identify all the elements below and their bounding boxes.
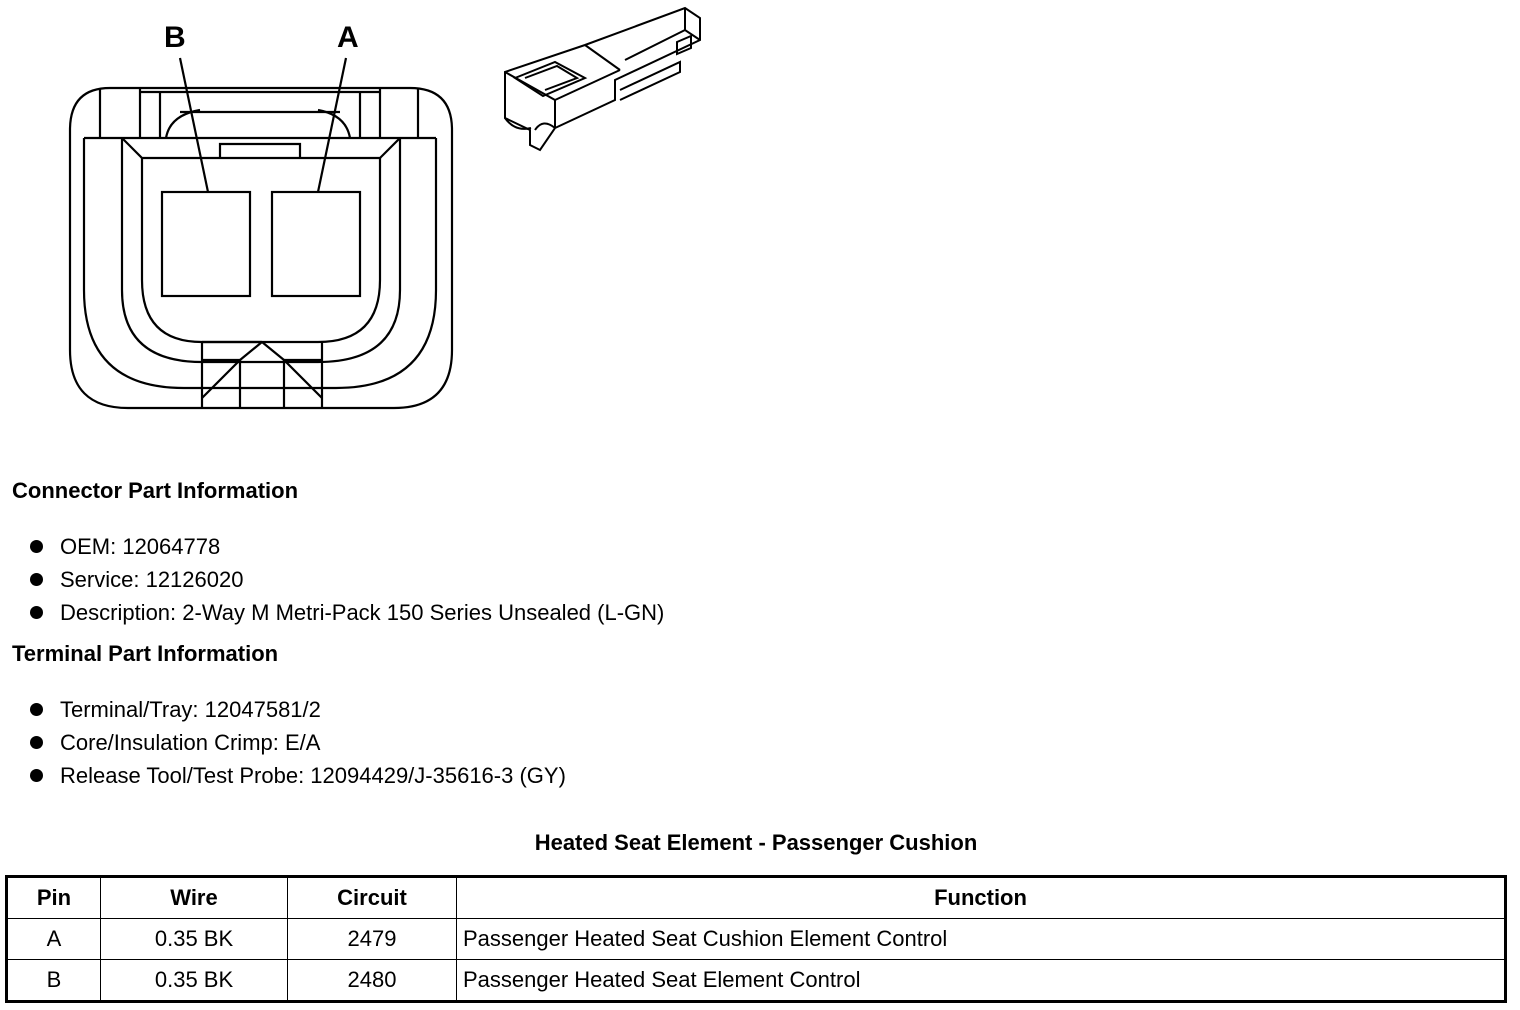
cell-wire: 0.35 BK (100, 918, 288, 960)
cell-circuit: 2479 (287, 918, 457, 960)
table-row: B 0.35 BK 2480 Passenger Heated Seat Ele… (6, 959, 1506, 1002)
pinout-table: Pin Wire Circuit Function A 0.35 BK 2479… (5, 875, 1507, 1003)
list-item: Core/Insulation Crimp: E/A (10, 726, 566, 759)
table-header-row: Pin Wire Circuit Function (6, 876, 1506, 919)
cell-pin: B (6, 959, 101, 1002)
table-row: A 0.35 BK 2479 Passenger Heated Seat Cus… (6, 918, 1506, 960)
bullet-icon (30, 736, 43, 749)
cell-wire: 0.35 BK (100, 959, 288, 1002)
bullet-icon (30, 703, 43, 716)
connector-part-info-heading: Connector Part Information (12, 478, 299, 503)
list-item: OEM: 12064778 (10, 530, 664, 563)
terminal-part-info-heading: Terminal Part Information (12, 641, 279, 666)
list-item: Description: 2-Way M Metri-Pack 150 Seri… (10, 596, 664, 629)
list-item: Service: 12126020 (10, 563, 664, 596)
pin-label-b: B (164, 21, 186, 54)
header-function: Function (456, 876, 1506, 919)
connector-part-info-list: OEM: 12064778 Service: 12126020 Descript… (10, 530, 664, 629)
header-circuit: Circuit (287, 876, 457, 919)
bullet-icon (30, 540, 43, 553)
cell-circuit: 2480 (287, 959, 457, 1002)
pin-label-a: A (337, 21, 359, 54)
bullet-icon (30, 573, 43, 586)
cell-function: Passenger Heated Seat Element Control (456, 959, 1506, 1002)
terminal-part-info-list: Terminal/Tray: 12047581/2 Core/Insulatio… (10, 693, 566, 792)
cell-pin: A (6, 918, 101, 960)
bullet-icon (30, 769, 43, 782)
header-wire: Wire (100, 876, 288, 919)
connector-face-diagram: B A (68, 21, 454, 410)
table-title: Heated Seat Element - Passenger Cushion (534, 830, 978, 855)
connector-isometric-diagram (504, 6, 701, 152)
list-item: Terminal/Tray: 12047581/2 (10, 693, 566, 726)
bullet-icon (30, 606, 43, 619)
list-item: Release Tool/Test Probe: 12094429/J-3561… (10, 759, 566, 792)
header-pin: Pin (6, 876, 101, 919)
cell-function: Passenger Heated Seat Cushion Element Co… (456, 918, 1506, 960)
